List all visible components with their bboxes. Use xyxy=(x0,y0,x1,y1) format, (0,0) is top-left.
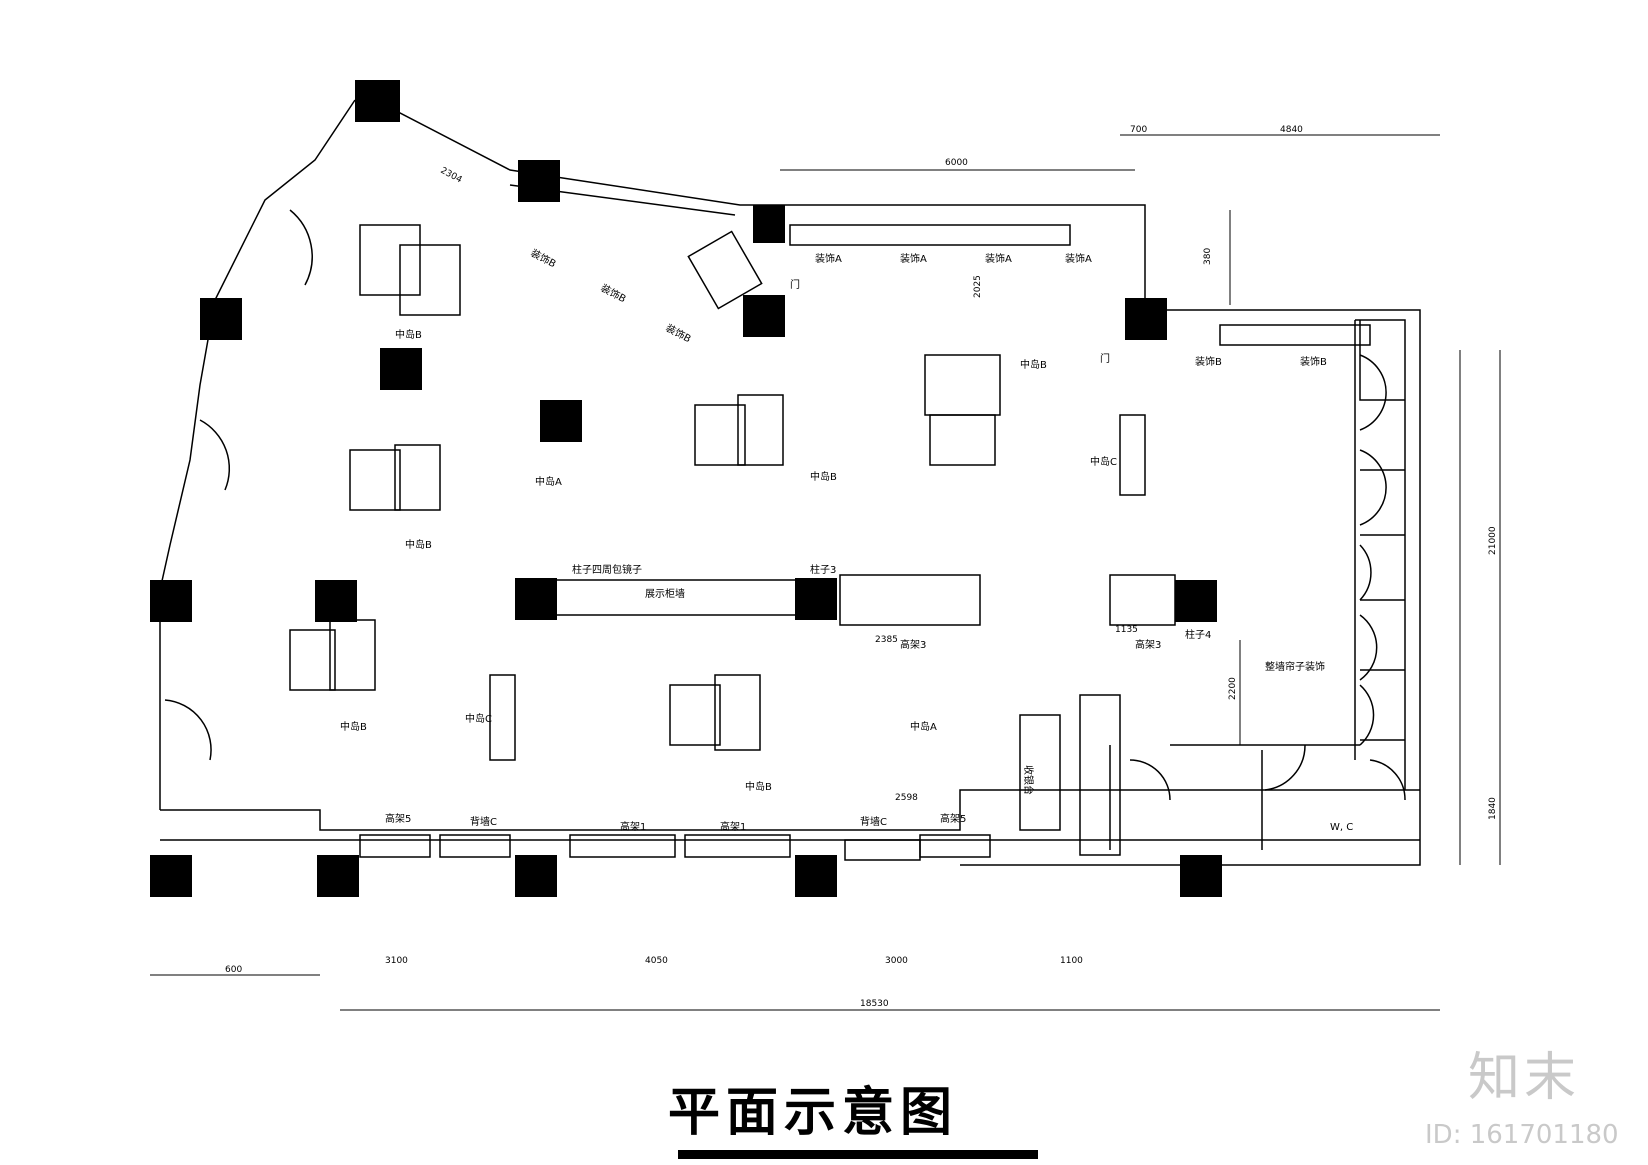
column xyxy=(795,855,837,897)
label-chair-a4: 装饰A xyxy=(1065,252,1092,265)
column xyxy=(150,855,192,897)
column xyxy=(743,295,785,337)
label-wall-b1: 装饰B xyxy=(529,246,559,270)
column xyxy=(795,578,837,620)
watermark-logo: 知末 xyxy=(1468,1048,1581,1108)
column xyxy=(1125,298,1167,340)
island-b-left xyxy=(359,224,421,296)
dim: 1840 xyxy=(1488,797,1498,820)
column xyxy=(1175,580,1217,622)
label-tall3a: 高架3 xyxy=(900,638,926,651)
dim: 1100 xyxy=(1060,956,1083,966)
dim: 6000 xyxy=(945,158,968,168)
dim: 4840 xyxy=(1280,125,1303,135)
label-island-b2: 中岛B xyxy=(1020,358,1047,371)
dim: 2304 xyxy=(439,166,464,186)
label-wall-b2: 装饰B xyxy=(599,281,629,305)
column xyxy=(1180,855,1222,897)
label-island-b1: 中岛B xyxy=(395,328,422,341)
label-island-b4: 中岛B xyxy=(405,538,432,551)
label-island-b3: 中岛B xyxy=(810,470,837,483)
display-shelf xyxy=(789,224,1071,246)
dim: 4050 xyxy=(645,956,668,966)
column xyxy=(518,160,560,202)
label-island-b6: 中岛B xyxy=(745,780,772,793)
label-low1a: 高架1 xyxy=(620,820,646,833)
label-island-c2: 中岛C xyxy=(465,712,492,725)
door-arc xyxy=(289,209,313,286)
label-wall-c2: 背墙C xyxy=(860,815,887,828)
dim: 18530 xyxy=(860,999,889,1009)
column xyxy=(200,298,242,340)
title-underline xyxy=(678,1150,1038,1159)
page-title: 平面示意图 xyxy=(668,1083,959,1143)
label-door1: 门 xyxy=(790,278,800,291)
dim: 2385 xyxy=(875,635,898,645)
label-display: 展示柜墙 xyxy=(645,587,685,600)
label-door2: 门 xyxy=(1100,352,1110,365)
dim: 600 xyxy=(225,965,242,975)
label-cashier: 收银台 xyxy=(1022,765,1035,795)
label-tall5a: 高架5 xyxy=(385,812,411,825)
label-column3: 柱子3 xyxy=(810,563,836,576)
dim: 2025 xyxy=(973,275,983,298)
label-island-b5: 中岛B xyxy=(340,720,367,733)
dim: 3000 xyxy=(885,956,908,966)
label-wall-deco: 整墙帘子装饰 xyxy=(1265,660,1325,673)
label-tall3b: 高架3 xyxy=(1135,638,1161,651)
column xyxy=(380,348,422,390)
column xyxy=(515,855,557,897)
column xyxy=(317,855,359,897)
south-wall xyxy=(160,789,1420,831)
dim: 2200 xyxy=(1228,677,1238,700)
label-wall-b5: 装饰B xyxy=(1300,355,1327,368)
dim: 21000 xyxy=(1488,526,1498,555)
label-column4: 柱子4 xyxy=(1185,628,1211,641)
label-wc: W, C xyxy=(1330,822,1353,833)
label-wall-b3: 装饰B xyxy=(664,321,694,345)
label-column-mirror: 柱子四周包镜子 xyxy=(572,563,642,576)
label-chair-a3: 装饰A xyxy=(985,252,1012,265)
label-island-a1: 中岛A xyxy=(535,475,562,488)
dim: 2598 xyxy=(895,793,918,803)
column xyxy=(315,580,357,622)
dim: 3100 xyxy=(385,956,408,966)
dim: 700 xyxy=(1130,125,1147,135)
dim: 380 xyxy=(1203,248,1213,265)
label-wall-c1: 背墙C xyxy=(470,815,497,828)
label-island-a2: 中岛A xyxy=(910,720,937,733)
column xyxy=(753,205,785,243)
label-island-c1: 中岛C xyxy=(1090,455,1117,468)
watermark-id: ID: 161701180 xyxy=(1425,1120,1619,1150)
column xyxy=(355,80,400,122)
columns xyxy=(150,80,1222,897)
label-chair-a2: 装饰A xyxy=(900,252,927,265)
dim: 1135 xyxy=(1115,625,1138,635)
column xyxy=(540,400,582,442)
label-chair-a1: 装饰A xyxy=(815,252,842,265)
label-wall-b4: 装饰B xyxy=(1195,355,1222,368)
label-tall5b: 高架5 xyxy=(940,812,966,825)
west-wall xyxy=(159,99,356,810)
label-low1b: 高架1 xyxy=(720,820,746,833)
island-b-top xyxy=(924,354,1001,416)
column xyxy=(515,578,557,620)
column xyxy=(150,580,192,622)
